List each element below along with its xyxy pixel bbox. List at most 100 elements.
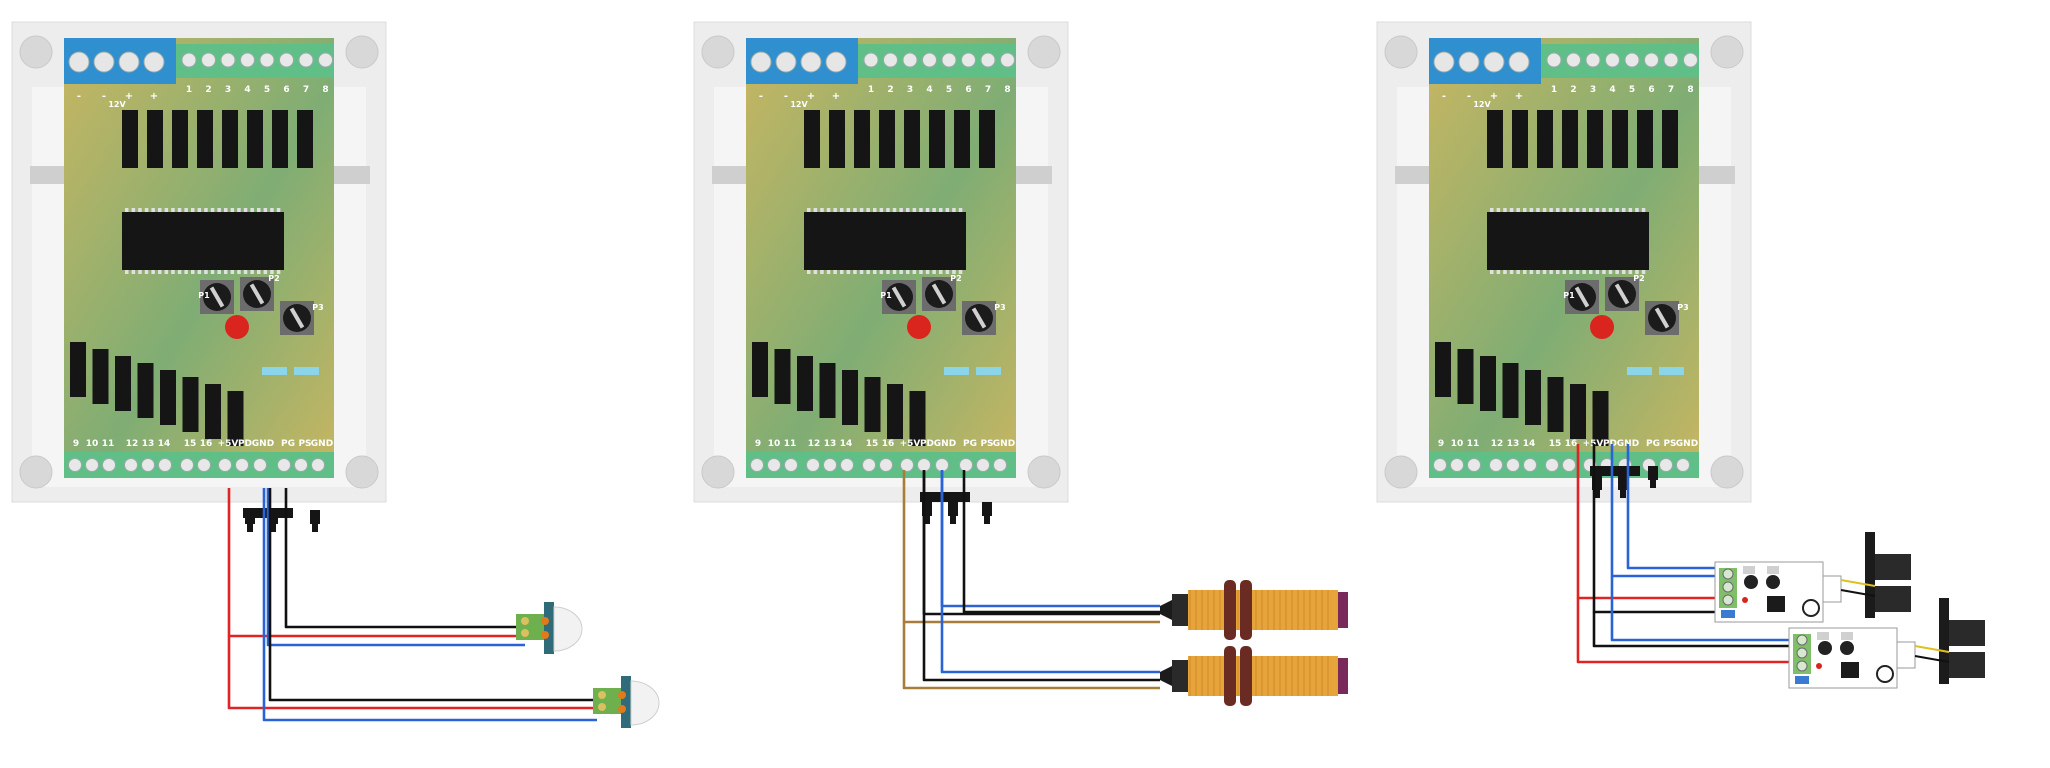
output-transistor xyxy=(147,110,163,168)
pot-label: P3 xyxy=(1677,303,1688,312)
terminal-label: 10 xyxy=(86,439,99,449)
ic-pin xyxy=(853,208,857,212)
output-transistor xyxy=(979,110,995,168)
terminal-label: 16 xyxy=(1565,439,1578,449)
ir-indicator xyxy=(1721,610,1735,618)
screw xyxy=(277,458,291,472)
screw xyxy=(784,458,798,472)
cable-gland xyxy=(1160,666,1172,686)
power-sign-label: - xyxy=(77,91,81,102)
screw xyxy=(1585,52,1601,68)
pir-pot xyxy=(618,705,626,713)
ic-pin xyxy=(826,270,831,274)
ic-pin xyxy=(243,270,248,274)
power-sign-label: + xyxy=(1515,91,1523,102)
ic-pin xyxy=(1569,208,1573,212)
screw xyxy=(980,52,996,68)
ic-pin xyxy=(925,208,930,212)
pir-board xyxy=(621,676,631,728)
screw xyxy=(1506,458,1520,472)
ic-pin xyxy=(210,208,215,212)
wire-red xyxy=(1576,598,1789,664)
potentiometer-slot xyxy=(931,283,947,305)
ic-pin xyxy=(257,270,261,274)
input-transistor xyxy=(1480,356,1496,411)
screw xyxy=(201,52,216,68)
output-transistor xyxy=(197,110,213,168)
ir-receiver xyxy=(1949,652,1985,678)
ic-pin xyxy=(191,270,195,274)
wire-black xyxy=(962,470,1160,614)
screw xyxy=(68,458,82,472)
power-voltage-label: 12V xyxy=(108,100,126,109)
terminal-label: 3 xyxy=(907,85,913,95)
ferrule-tip xyxy=(312,524,318,532)
ic-pin xyxy=(1641,270,1646,274)
terminal-label: GND xyxy=(993,439,1015,449)
ir-pot xyxy=(1840,641,1854,655)
screw xyxy=(976,458,990,472)
terminal-label: 10 xyxy=(768,439,781,449)
terminal-label: +5V xyxy=(218,439,239,449)
ir-label-pad xyxy=(1743,566,1755,574)
terminal-label: 8 xyxy=(322,85,328,95)
terminal-label: 13 xyxy=(824,439,837,449)
ic-pin xyxy=(243,208,248,212)
screw xyxy=(823,458,837,472)
ir-capacitor xyxy=(1876,665,1894,683)
ic-pin xyxy=(1635,208,1639,212)
screw xyxy=(521,629,529,637)
terminal-label: 4 xyxy=(1609,85,1615,95)
screw xyxy=(862,458,876,472)
ferrule xyxy=(948,502,958,516)
output-transistor xyxy=(122,110,138,168)
ic-pin xyxy=(270,208,274,212)
ic-pin xyxy=(932,270,936,274)
ir-indicator xyxy=(1795,676,1809,684)
ic-pin xyxy=(807,270,811,274)
ic-pin xyxy=(892,270,897,274)
potentiometer-slot xyxy=(891,286,907,308)
wire-blue xyxy=(1610,576,1789,642)
ic-pin xyxy=(833,208,837,212)
screw xyxy=(1683,52,1698,68)
ic-pin xyxy=(906,270,910,274)
ir-signal-wire xyxy=(1840,589,1876,597)
ic-pin xyxy=(859,208,864,212)
terminal-label: 9 xyxy=(1438,439,1444,449)
ic-pin xyxy=(1589,270,1593,274)
screw xyxy=(1722,568,1734,580)
ir-pot xyxy=(1766,575,1780,589)
potentiometer-slot xyxy=(1574,286,1590,308)
input-transistor xyxy=(1547,377,1564,432)
ferrule xyxy=(982,502,992,516)
mounting-hole xyxy=(1027,455,1061,489)
ir-label-pad xyxy=(1767,566,1779,574)
screw xyxy=(1523,458,1537,472)
sensor-cap xyxy=(1172,660,1188,692)
screw xyxy=(917,458,931,472)
sensor-body xyxy=(1188,590,1338,630)
input-transistor xyxy=(797,356,813,411)
screw xyxy=(141,458,155,472)
screw xyxy=(941,52,957,68)
ferrule xyxy=(1648,466,1658,480)
cable-gland xyxy=(1160,600,1172,620)
ic-pin xyxy=(813,208,818,212)
power-sign-label: + xyxy=(1490,91,1498,102)
ic-pin xyxy=(191,208,195,212)
terminal-label: PD xyxy=(920,439,934,449)
ic-pin xyxy=(237,208,241,212)
sensor-cap xyxy=(1172,594,1188,626)
pir-terminal xyxy=(516,614,544,640)
microcontroller-ic xyxy=(122,212,284,270)
screw xyxy=(806,458,820,472)
pot-label: P2 xyxy=(268,274,279,283)
wire-blue xyxy=(1626,444,1715,570)
ic-pin xyxy=(912,208,917,212)
ic-pin xyxy=(224,270,228,274)
pot-label: P1 xyxy=(880,291,892,300)
ic-pin xyxy=(125,270,129,274)
ic-pin xyxy=(1529,208,1534,212)
ic-pin xyxy=(958,208,963,212)
